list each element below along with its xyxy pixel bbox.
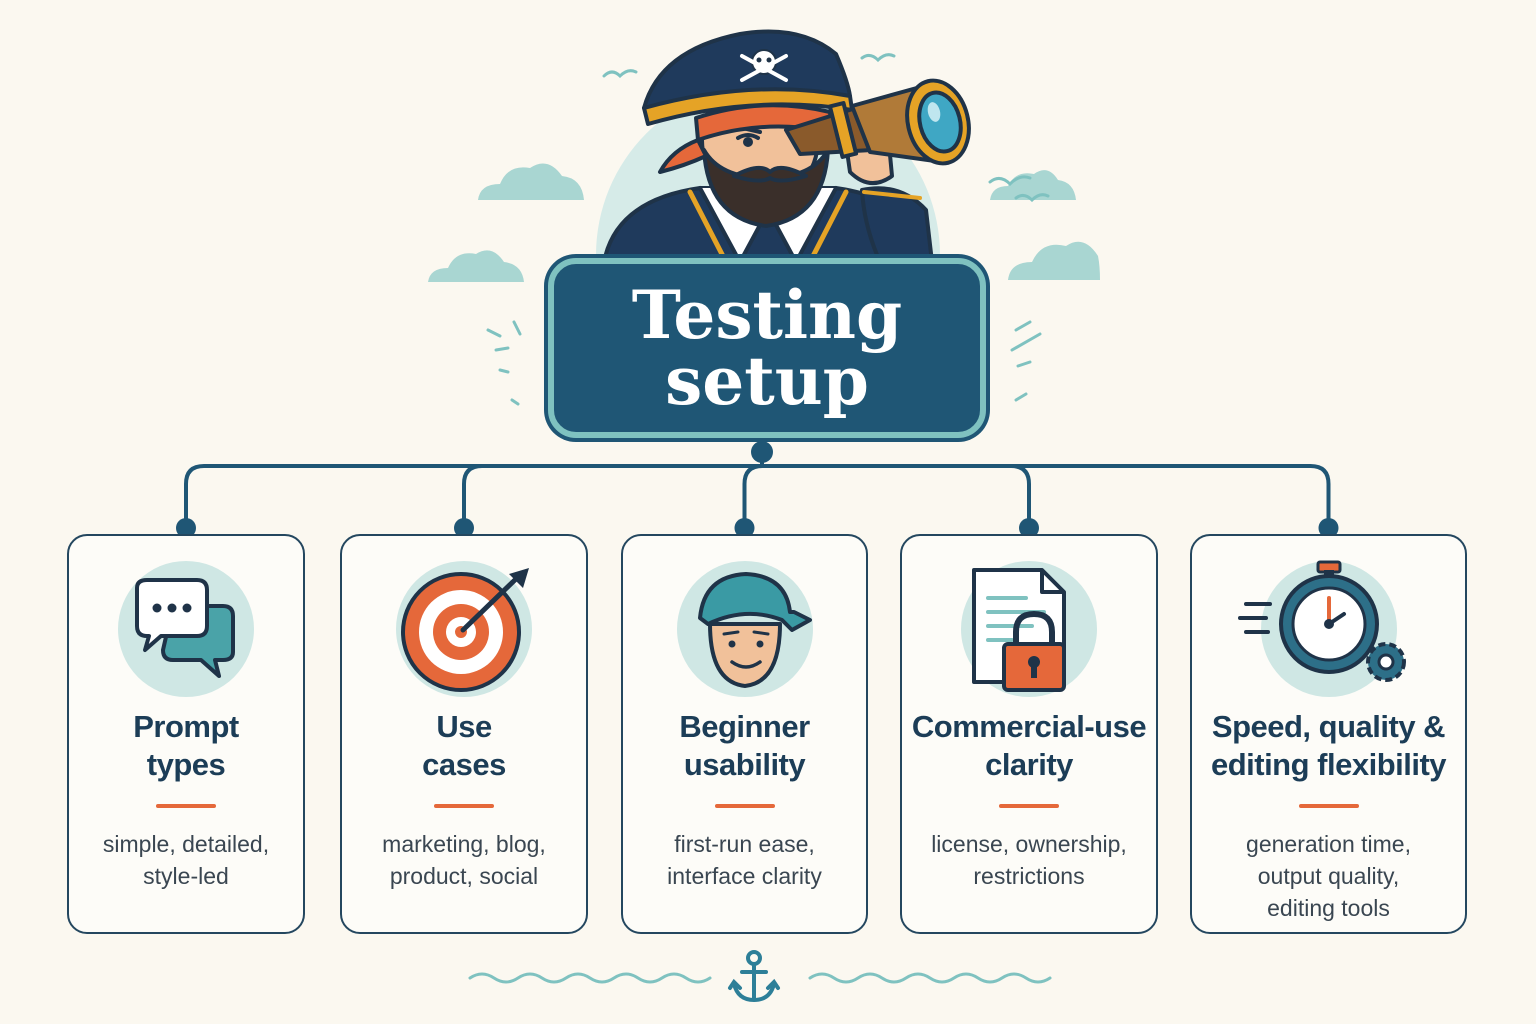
title-line-1: Testing bbox=[631, 276, 903, 354]
accent-line bbox=[434, 804, 494, 808]
connector-node bbox=[1318, 518, 1339, 538]
document-lock-icon bbox=[954, 554, 1104, 704]
card-description: license, ownership, restrictions bbox=[931, 831, 1127, 889]
card-title: Use cases bbox=[422, 709, 506, 782]
card-use-cases: Use cases marketing, blog, product, soci… bbox=[340, 534, 588, 934]
card-description: marketing, blog, product, social bbox=[382, 831, 546, 889]
title-line-2: setup bbox=[665, 342, 869, 420]
card-commercial-use-clarity: Commercial-use clarity license, ownershi… bbox=[900, 534, 1158, 934]
stopwatch-gear-icon bbox=[1237, 554, 1406, 704]
connector-node bbox=[734, 518, 755, 538]
card-title: Prompt types bbox=[133, 709, 239, 782]
card-title: Beginner usability bbox=[679, 709, 810, 782]
pirate-captain-illustration bbox=[602, 29, 971, 265]
card-description: first-run ease, interface clarity bbox=[667, 831, 822, 889]
connector-node bbox=[176, 518, 196, 538]
card-beginner-usability: Beginner usability first-run ease, inter… bbox=[621, 534, 868, 934]
card-prompt-types: Prompt types simple, detailed, style-led bbox=[67, 534, 305, 934]
connector-line bbox=[760, 464, 1331, 528]
accent-line bbox=[999, 804, 1059, 808]
cloud-icon bbox=[428, 163, 1100, 282]
chat-bubbles-icon bbox=[111, 554, 261, 704]
beginner-face-icon bbox=[670, 554, 820, 704]
card-title: Speed, quality & editing flexibility bbox=[1210, 709, 1447, 782]
wave-divider bbox=[468, 972, 1052, 984]
connector-line bbox=[184, 464, 764, 528]
target-icon bbox=[389, 554, 539, 704]
accent-line bbox=[156, 804, 216, 808]
title-box: Testing setup bbox=[548, 258, 986, 438]
card-speed-quality-editing: Speed, quality & editing flexibility gen… bbox=[1190, 534, 1467, 934]
connector-line bbox=[742, 464, 764, 528]
seagull-icon bbox=[602, 53, 1050, 203]
card-title: Commercial-use clarity bbox=[911, 709, 1147, 782]
connector-line bbox=[462, 464, 764, 528]
connector-hub bbox=[751, 441, 773, 463]
accent-line bbox=[1298, 804, 1359, 808]
accent-line bbox=[714, 804, 775, 808]
connector-line bbox=[760, 464, 1031, 528]
card-description: generation time, output quality, editing… bbox=[1246, 831, 1411, 921]
connector-node bbox=[454, 518, 474, 538]
anchor-icon bbox=[728, 950, 780, 1003]
sparkle-marks bbox=[486, 320, 1042, 406]
connector-lines bbox=[176, 438, 1339, 538]
connector-node bbox=[1019, 518, 1039, 538]
card-description: simple, detailed, style-led bbox=[102, 831, 270, 889]
